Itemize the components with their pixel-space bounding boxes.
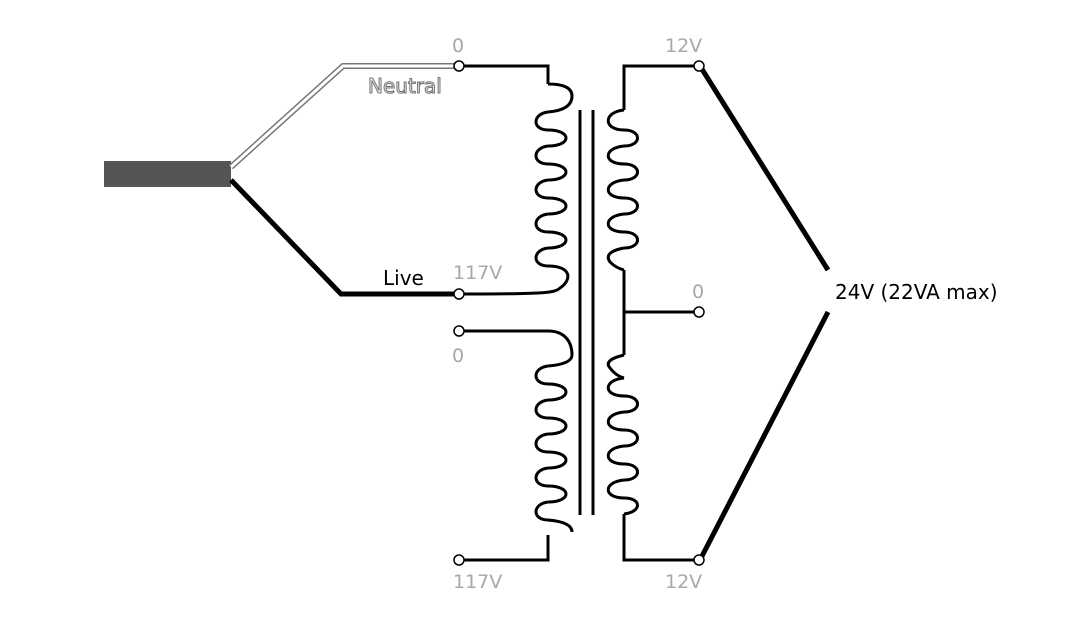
primary-winding-lower: [462, 329, 574, 562]
terminal-secondary-bottom: [693, 554, 705, 566]
output-wire-top: [697, 64, 831, 272]
terminal-primary-top-end: [453, 288, 465, 300]
primary-top-end-label: 117V: [453, 262, 502, 284]
live-wire: [229, 178, 456, 297]
secondary-winding-lower: [606, 353, 696, 562]
terminal-primary-bottom-end: [453, 554, 465, 566]
primary-top-start-label: 0: [452, 35, 464, 57]
primary-winding-upper: [461, 64, 574, 296]
terminals: [453, 60, 705, 566]
terminal-secondary-top: [693, 60, 705, 72]
output-rating-label: 24V (22VA max): [835, 280, 998, 304]
secondary-center-label: 0: [692, 281, 704, 303]
power-cable: [104, 161, 231, 187]
primary-bottom-start-label: 0: [452, 345, 464, 367]
secondary-top-label: 12V: [665, 35, 702, 57]
terminal-primary-bottom-start: [453, 325, 465, 337]
terminal-primary-top-start: [453, 60, 465, 72]
secondary-winding-upper: [606, 64, 696, 355]
secondary-bottom-label: 12V: [665, 571, 702, 593]
output-wire-bottom: [697, 310, 831, 562]
neutral-wire: [228, 63, 456, 170]
neutral-label: Neutral: [368, 74, 442, 98]
primary-bottom-end-label: 117V: [453, 571, 502, 593]
terminal-secondary-center: [693, 306, 705, 318]
transformer-core: [578, 110, 595, 515]
live-label: Live: [383, 266, 424, 290]
